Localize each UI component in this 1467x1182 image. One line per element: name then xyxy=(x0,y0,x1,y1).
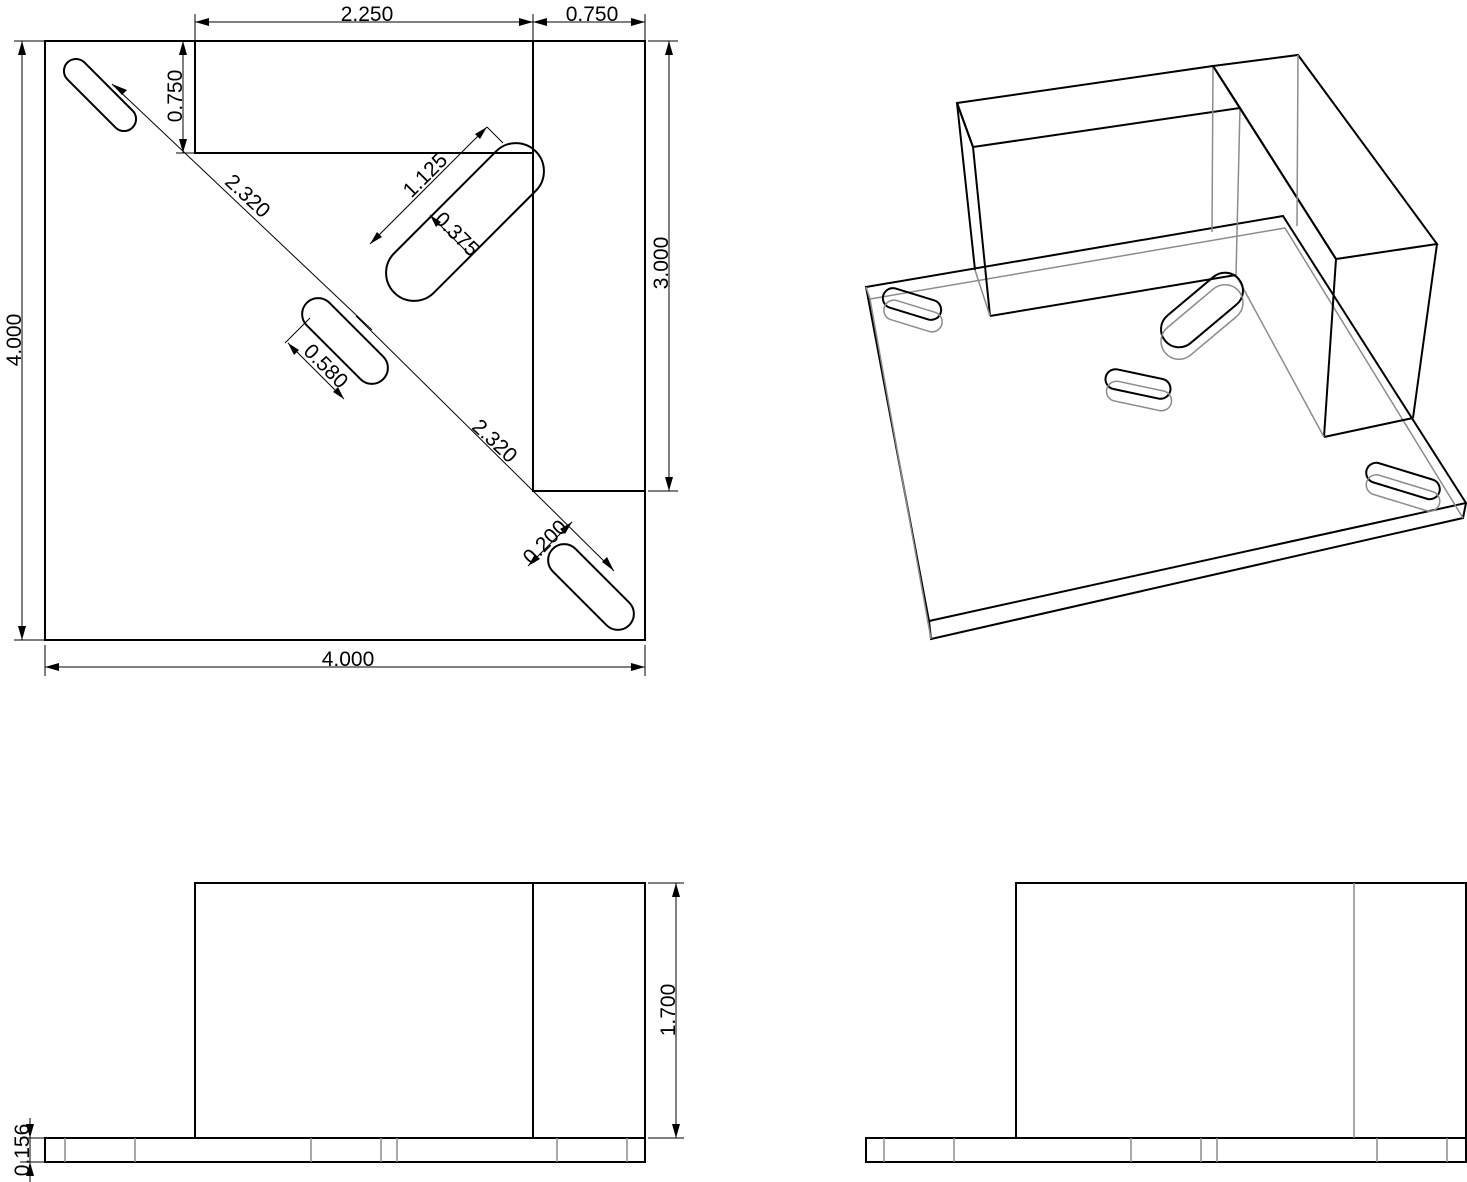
dim-text-0375: 0.375 xyxy=(430,208,483,261)
iso-right-block-hidden xyxy=(1296,54,1299,227)
iso-slot-large xyxy=(1160,271,1244,361)
side-plate xyxy=(865,1137,1467,1163)
dim-text-2320-lower: 2.320 xyxy=(467,415,521,468)
isometric-view xyxy=(864,53,1467,641)
dim-text-1700: 1.700 xyxy=(657,984,680,1037)
dim-slot-middle-width: 0.580 xyxy=(284,317,352,400)
dim-text-0156: 0.156 xyxy=(11,1124,34,1177)
dim-text-2320-upper: 2.320 xyxy=(220,170,274,223)
dim-block-height: 1.700 xyxy=(648,882,684,1139)
iso-upper-block-hidden xyxy=(1211,65,1214,233)
iso-upper-block-left-edge xyxy=(956,102,976,271)
iso-upper-block-front-left xyxy=(956,102,974,148)
dim-overall-width: 4.000 xyxy=(44,645,646,676)
iso-slot-middle xyxy=(1104,368,1173,412)
front-hidden-lines xyxy=(64,1138,628,1162)
base-plate-outline xyxy=(44,40,646,641)
dim-plate-thickness: 0.156 xyxy=(11,1118,45,1182)
dim-wall-thickness: 0.750 xyxy=(164,41,195,154)
slot-large xyxy=(385,142,545,302)
dim-text-0200: 0.200 xyxy=(519,516,572,569)
dim-text-0580: 0.580 xyxy=(299,340,352,393)
iso-upper-block-right-edge xyxy=(1235,107,1241,276)
slot-bottom-right xyxy=(547,543,635,631)
slot-top-left xyxy=(62,57,138,133)
front-block-left xyxy=(194,882,534,1139)
iso-upper-block-bottom xyxy=(989,274,1237,317)
dim-text-4000-bottom: 4.000 xyxy=(322,648,375,671)
right-block-outline xyxy=(532,40,646,492)
iso-right-block-bottom xyxy=(1323,417,1414,438)
dim-top-right-width: 0.750 xyxy=(533,3,646,40)
dim-text-0750-top: 0.750 xyxy=(566,3,619,26)
dim-slot-large-width: 0.375 xyxy=(429,208,483,261)
iso-right-block-hidden2 xyxy=(1235,274,1325,438)
iso-upper-block-hidden2 xyxy=(974,269,991,317)
iso-upper-block-front-edge xyxy=(972,146,991,317)
dim-top-left-width: 2.250 xyxy=(194,3,645,40)
iso-plate-thickness xyxy=(928,502,1467,641)
side-hidden-lines xyxy=(883,1138,1448,1162)
iso-plate-edge-left-down xyxy=(869,298,932,640)
dim-diagonal-lower: 2.320 xyxy=(355,315,615,572)
iso-right-block-top xyxy=(1211,53,1439,261)
iso-right-block-front xyxy=(1323,258,1337,438)
front-block-right xyxy=(532,882,646,1139)
dim-text-1125: 1.125 xyxy=(399,149,452,202)
slot-middle xyxy=(301,297,389,385)
dim-text-3000: 3.000 xyxy=(650,237,673,290)
dim-text-2250: 2.250 xyxy=(341,3,394,26)
iso-right-block-inner xyxy=(1239,107,1337,260)
top-view: 2.250 0.750 0.750 4.000 xyxy=(3,3,678,676)
iso-slot-back-left xyxy=(881,287,943,333)
iso-plate-edge-left xyxy=(865,286,871,300)
side-block xyxy=(1015,882,1467,1139)
dim-slot-bottom-width: 0.200 xyxy=(519,516,573,569)
dim-diagonal-upper: 2.320 xyxy=(111,83,373,331)
dim-right-wall-length: 3.000 xyxy=(648,40,678,492)
dim-overall-height: 4.000 xyxy=(3,40,45,641)
side-view xyxy=(865,882,1467,1163)
front-view: 1.700 0.156 xyxy=(11,882,684,1182)
dim-text-4000-left: 4.000 xyxy=(3,314,26,367)
iso-right-block-right xyxy=(1412,243,1438,419)
upper-block-outline xyxy=(194,40,534,154)
iso-plate-top xyxy=(864,214,1467,623)
iso-slot-front-right xyxy=(1365,461,1441,512)
dim-text-0750-left: 0.750 xyxy=(164,70,187,123)
iso-plate-edge-back xyxy=(869,227,1286,300)
iso-upper-block-top xyxy=(955,64,1242,149)
iso-plate-edge-right xyxy=(1284,227,1464,519)
